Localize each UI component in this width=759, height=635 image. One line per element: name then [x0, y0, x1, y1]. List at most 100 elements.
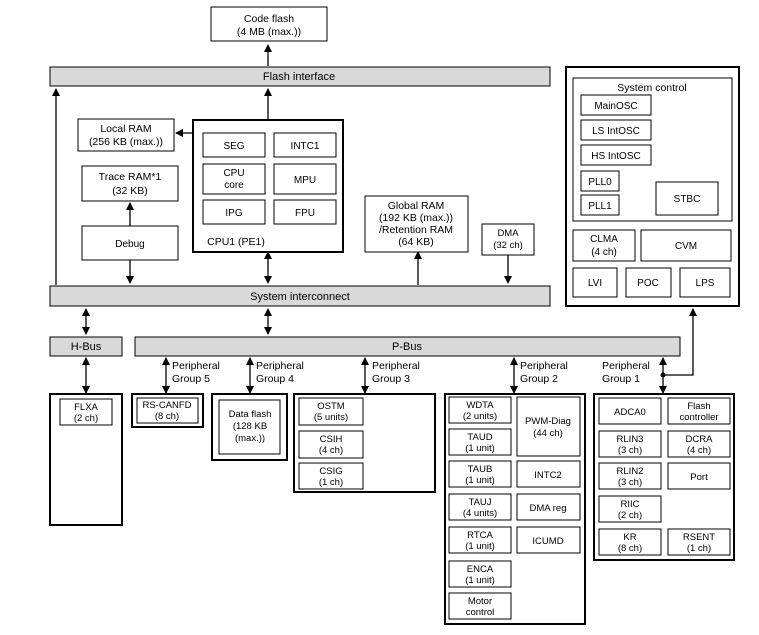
csig-box — [298, 462, 364, 490]
pg3-block: OSTM (5 units) CSIH (4 ch) CSIG (1 ch) — [293, 393, 436, 493]
taud-line-1: TAUD — [467, 432, 492, 443]
rs-canfd-line-2: (8 ch) — [155, 411, 179, 422]
tauj-box — [448, 493, 512, 521]
ipg-label: IPG — [225, 208, 242, 219]
rtca-line-1: RTCA — [467, 530, 493, 541]
data-flash-box — [218, 399, 281, 455]
hs-intosc-box — [580, 144, 652, 166]
dma-box: DMA (32 ch) — [481, 223, 535, 256]
lps-label: LPS — [696, 278, 715, 289]
ipg-box — [202, 199, 266, 225]
tauj-line-1: TAUJ — [468, 497, 491, 508]
dcra-line-1: DCRA — [686, 434, 714, 445]
enca-line-1: ENCA — [467, 564, 494, 575]
pg3-label-line-1: Peripheral — [372, 360, 420, 372]
rsent-line-2: (1 ch) — [687, 543, 711, 554]
cvm-box — [640, 229, 732, 262]
intc2-label: INTC2 — [534, 470, 561, 481]
ostm-box — [298, 397, 364, 426]
dma-reg-box — [516, 493, 581, 521]
junction-dot — [660, 372, 666, 378]
local-ram-box: Local RAM (256 KB (max.)) — [77, 118, 175, 152]
flxa-line-2: (2 ch) — [74, 413, 98, 424]
pg4-block: Data flash (128 KB (max.)) — [211, 393, 288, 461]
dma-reg-label: DMA reg — [530, 503, 567, 514]
taub-box — [448, 460, 512, 488]
local-ram-line-1: Local RAM — [100, 123, 151, 135]
csih-box — [298, 430, 364, 459]
cpu-core-line-1: CPU — [223, 168, 244, 179]
flash-controller-line-1: Flash — [687, 401, 710, 412]
fpu-box — [273, 199, 337, 225]
flxa-box — [59, 398, 113, 426]
motor-control-line-2: control — [466, 607, 495, 618]
flash-controller-box — [667, 397, 731, 425]
stbc-box — [655, 181, 719, 216]
ostm-line-2: (5 units) — [314, 412, 348, 423]
cpu-block: SEG INTC1 CPU core MPU IPG FPU CPU1 (PE1… — [192, 119, 344, 253]
wdta-line-1: WDTA — [466, 400, 494, 411]
trace-ram-line-1: Trace RAM*1 — [99, 171, 162, 183]
data-flash-line-3: (max.)) — [235, 433, 265, 444]
pg5-label-line-1: Peripheral — [172, 360, 220, 372]
pbus-bar: P-Bus — [134, 336, 681, 357]
riic-box — [598, 495, 662, 523]
local-ram-line-2: (256 KB (max.)) — [89, 136, 163, 148]
trace-ram-line-2: (32 KB) — [112, 185, 148, 197]
mainosc-box — [580, 94, 652, 116]
pg4-label-line-1: Peripheral — [256, 360, 304, 372]
system-interconnect-label: System interconnect — [250, 291, 350, 303]
code-flash-line-2: (4 MB (max.)) — [237, 26, 301, 38]
taud-box — [448, 428, 512, 456]
pg4-label-line-2: Group 4 — [256, 373, 294, 385]
rlin2-box — [598, 462, 662, 490]
ostm-line-1: OSTM — [317, 401, 345, 412]
rlin3-box — [598, 430, 662, 458]
csig-line-1: CSIG — [319, 466, 342, 477]
pg1-label-line-2: Group 1 — [602, 373, 640, 385]
rlin3-line-2: (3 ch) — [618, 445, 642, 456]
rtca-box — [448, 526, 512, 554]
motor-control-line-1: Motor — [468, 596, 492, 607]
seg-label: SEG — [223, 141, 244, 152]
data-flash-line-2: (128 KB — [233, 421, 267, 432]
system-control-block: System control MainOSC LS IntOSC HS IntO… — [565, 66, 740, 307]
wdta-box — [448, 396, 512, 424]
enca-box — [448, 560, 512, 588]
rlin3-line-1: RLIN3 — [617, 434, 644, 445]
pg2-block: WDTA (2 units) TAUD (1 unit) TAUB (1 uni… — [444, 393, 586, 625]
mainosc-label: MainOSC — [594, 101, 637, 112]
motor-control-box — [448, 592, 512, 620]
flash-interface-bar: Flash interface — [49, 66, 551, 87]
csih-line-2: (4 ch) — [319, 445, 343, 456]
pwm-diag-box — [516, 396, 581, 457]
rlin2-line-2: (3 ch) — [618, 477, 642, 488]
taub-line-1: TAUB — [468, 464, 493, 475]
lvi-box — [572, 267, 618, 298]
dcra-box — [667, 430, 731, 458]
ls-intosc-label: LS IntOSC — [592, 126, 640, 137]
arrow-pg1-to-system-control — [663, 308, 697, 376]
port-label: Port — [690, 472, 708, 483]
icumd-label: ICUMD — [532, 536, 563, 547]
rs-canfd-line-1: RS-CANFD — [142, 400, 191, 411]
global-ram-line-3: /Retention RAM — [379, 224, 453, 236]
kr-box — [598, 528, 662, 556]
global-ram-line-1: Global RAM — [388, 200, 445, 212]
cpu-core-box — [202, 163, 266, 195]
intc1-box — [273, 132, 337, 158]
flxa-line-1: FLXA — [74, 402, 98, 413]
fpu-label: FPU — [295, 208, 315, 219]
pll0-box — [580, 170, 620, 192]
stbc-label: STBC — [674, 194, 701, 205]
intc1-label: INTC1 — [291, 141, 320, 152]
lvi-label: LVI — [588, 278, 602, 289]
clma-line-1: CLMA — [590, 234, 618, 245]
csih-line-1: CSIH — [320, 434, 343, 445]
pll1-box — [580, 194, 620, 216]
rsent-line-1: RSENT — [683, 532, 715, 543]
rtca-line-2: (1 unit) — [465, 541, 495, 552]
code-flash-line-1: Code flash — [244, 13, 294, 25]
pll1-label: PLL1 — [588, 201, 612, 212]
poc-box — [625, 267, 672, 298]
